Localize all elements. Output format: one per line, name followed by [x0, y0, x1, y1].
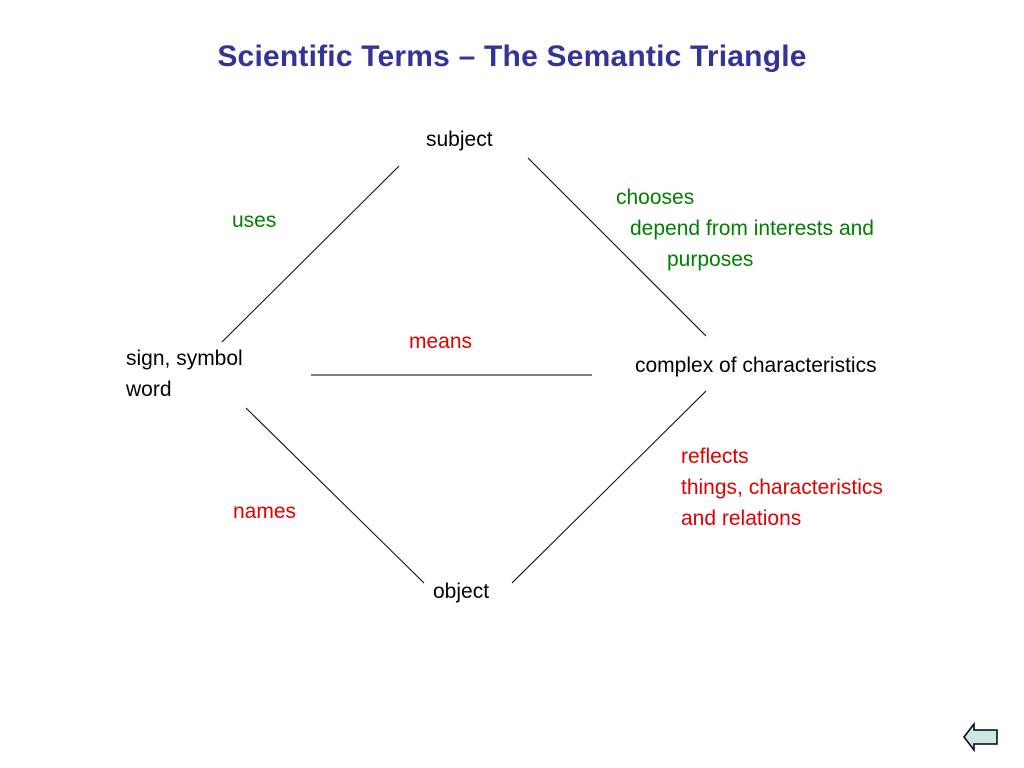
relation-chooses-line-3: purposes	[667, 248, 754, 271]
node-sign-line-2: word	[126, 378, 172, 401]
relation-reflects-line-1: reflects	[681, 445, 749, 468]
relation-names: names	[233, 500, 297, 523]
relation-means: means	[409, 330, 473, 353]
relation-chooses-line-1: chooses	[616, 186, 695, 209]
edge-complex-object	[511, 390, 707, 584]
node-subject: subject	[426, 128, 493, 151]
edge-subject-sign	[221, 165, 400, 343]
node-sign-line-1: sign, symbol	[126, 347, 243, 370]
node-object: object	[433, 580, 490, 603]
node-complex-of-characteristics: complex of characteristics	[635, 354, 877, 377]
node-sign-symbol-word: sign, symbol word	[126, 343, 243, 405]
slide-title: Scientific Terms – The Semantic Triangle	[217, 40, 807, 73]
relation-chooses-line-2: depend from interests and	[630, 217, 874, 240]
relation-reflects-line-2: things, characteristics	[681, 476, 883, 499]
edge-subject-complex	[527, 157, 707, 337]
relation-reflects: reflects things, characteristics and rel…	[681, 441, 883, 534]
relation-uses: uses	[232, 209, 277, 232]
relation-chooses: chooses depend from interests and purpos…	[616, 182, 874, 275]
relation-reflects-line-3: and relations	[681, 507, 802, 530]
back-arrow-icon	[963, 721, 998, 753]
edge-sign-object	[245, 407, 425, 584]
back-button[interactable]	[962, 720, 1000, 754]
